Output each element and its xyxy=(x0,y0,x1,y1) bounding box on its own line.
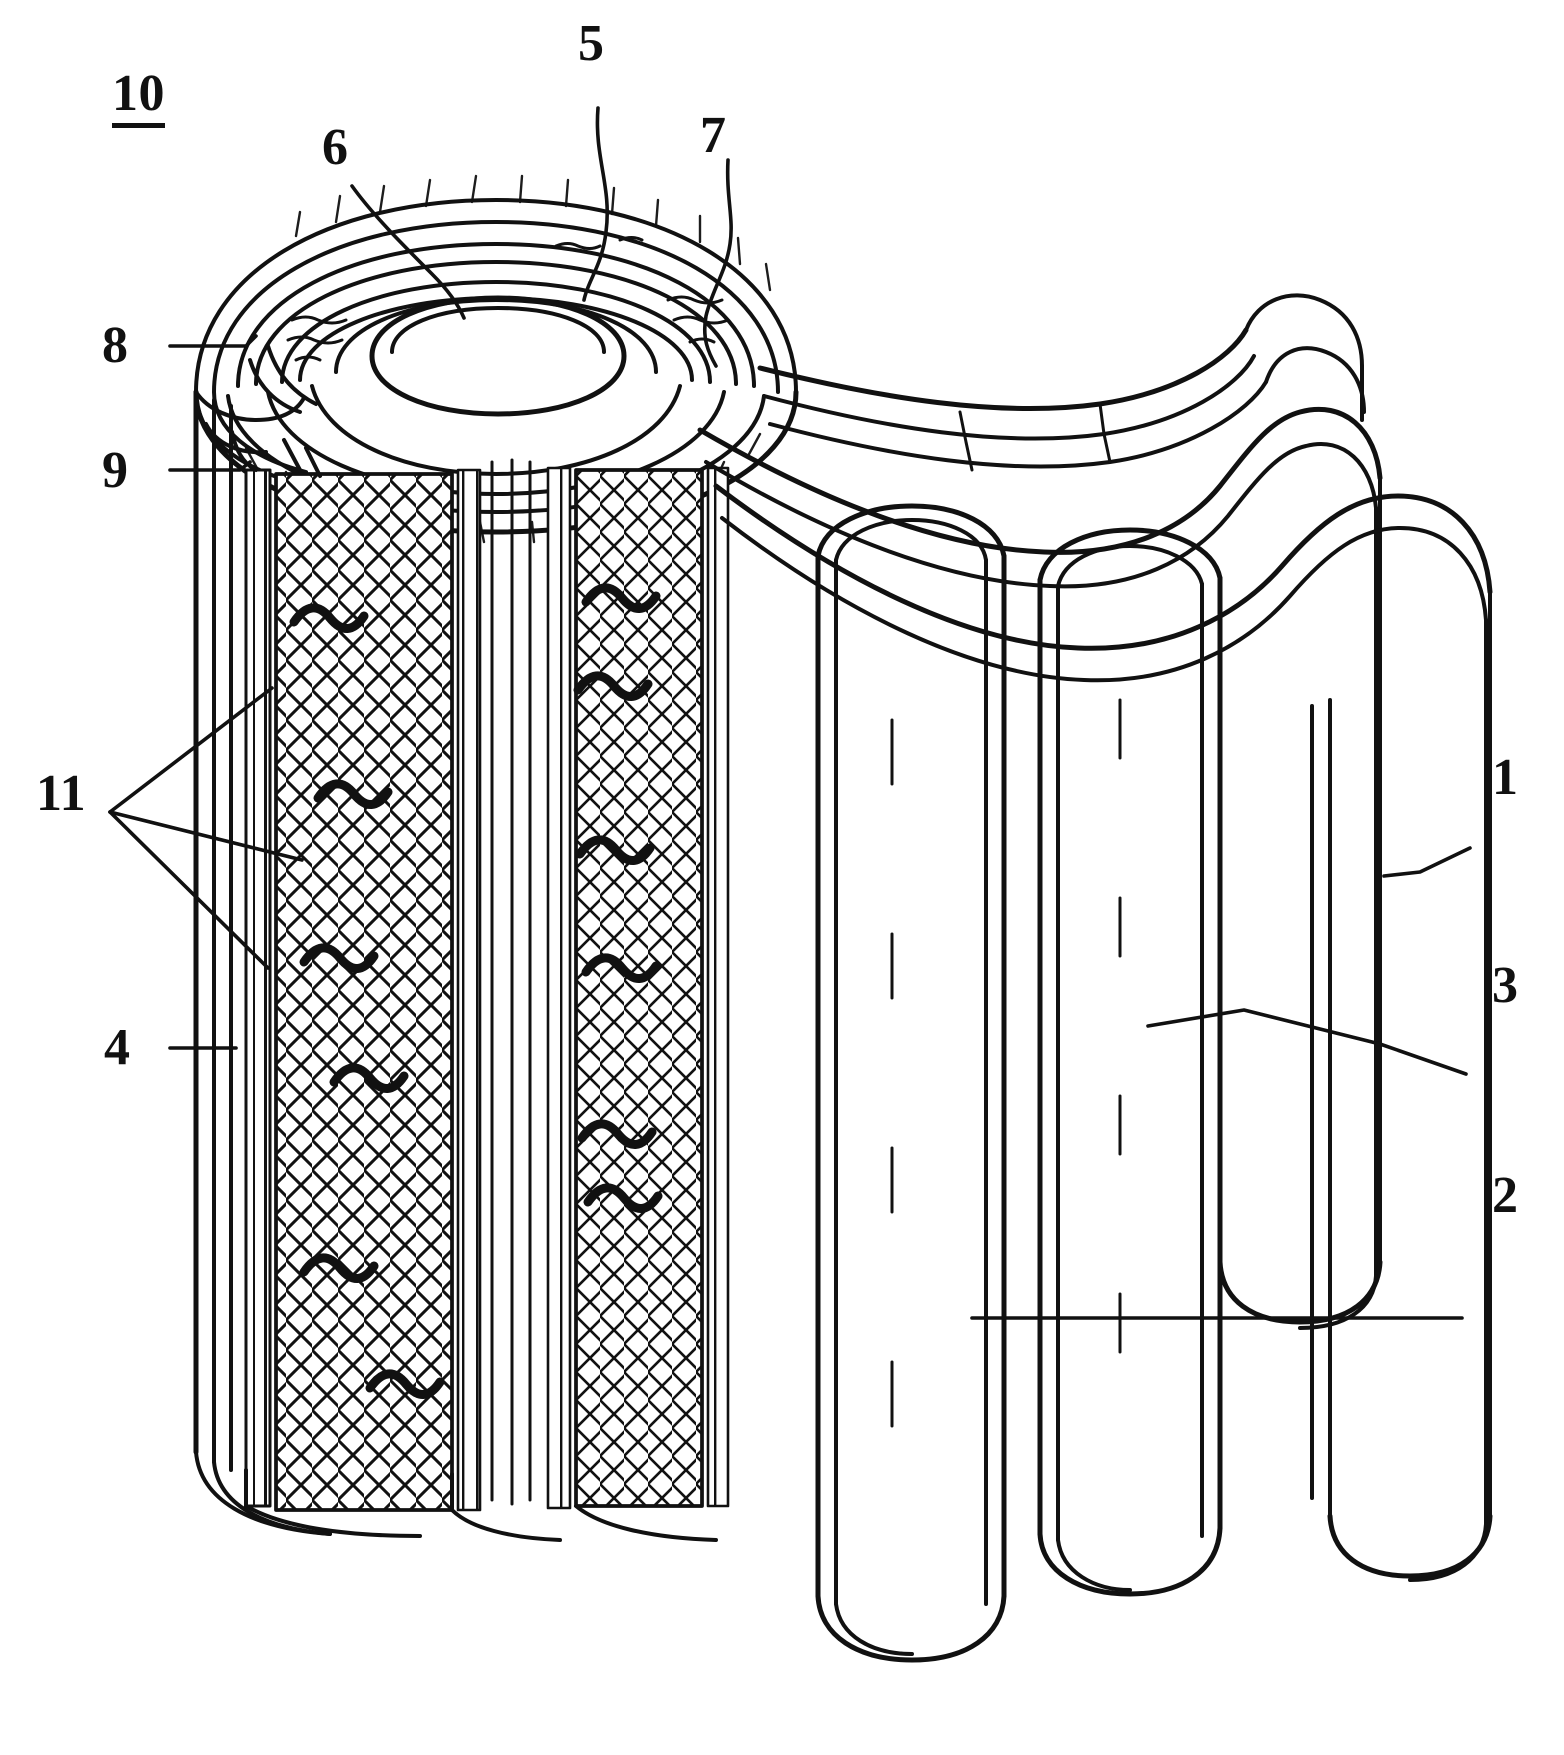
outer-case-wall xyxy=(193,389,332,1536)
ref-label-outer-rim: 7 xyxy=(700,107,727,164)
leader-11-b xyxy=(108,810,304,862)
unwound-sheet-third xyxy=(713,483,1493,1582)
unwound-sheet-second xyxy=(697,406,1383,1330)
left-edge-tabs xyxy=(194,344,322,478)
leader-5 xyxy=(582,106,610,302)
leader-3 xyxy=(1146,1008,1468,1076)
ref-label-assembly: 10 xyxy=(112,68,165,128)
wound-electrode-stack xyxy=(244,458,730,1542)
leader-11-a xyxy=(108,686,274,814)
ref-label-sheet-outermost: 1 xyxy=(1492,749,1519,806)
leader-lines xyxy=(108,106,1472,1320)
leader-7 xyxy=(702,158,733,368)
ref-label-outer-case: 4 xyxy=(104,1019,131,1076)
leader-6 xyxy=(350,184,466,320)
unwound-sheet-right xyxy=(1037,527,1223,1597)
ref-label-edge-left-lower: 9 xyxy=(102,442,129,499)
ref-label-inner-turn: 6 xyxy=(322,119,349,176)
leader-1 xyxy=(1382,846,1472,878)
leader-11-c xyxy=(108,810,270,970)
ref-label-sheet-inner: 2 xyxy=(1492,1167,1519,1224)
leader-8 xyxy=(168,334,258,348)
unwound-sheet-middle xyxy=(815,503,1007,1663)
leader-9 xyxy=(168,460,252,472)
ref-label-layers-fan: 11 xyxy=(36,765,87,822)
unwound-sheet-top xyxy=(757,293,1366,472)
ref-label-sheet-middle: 3 xyxy=(1492,957,1519,1014)
ref-label-core-top: 5 xyxy=(578,15,605,72)
ref-label-edge-left-upper: 8 xyxy=(102,317,129,374)
